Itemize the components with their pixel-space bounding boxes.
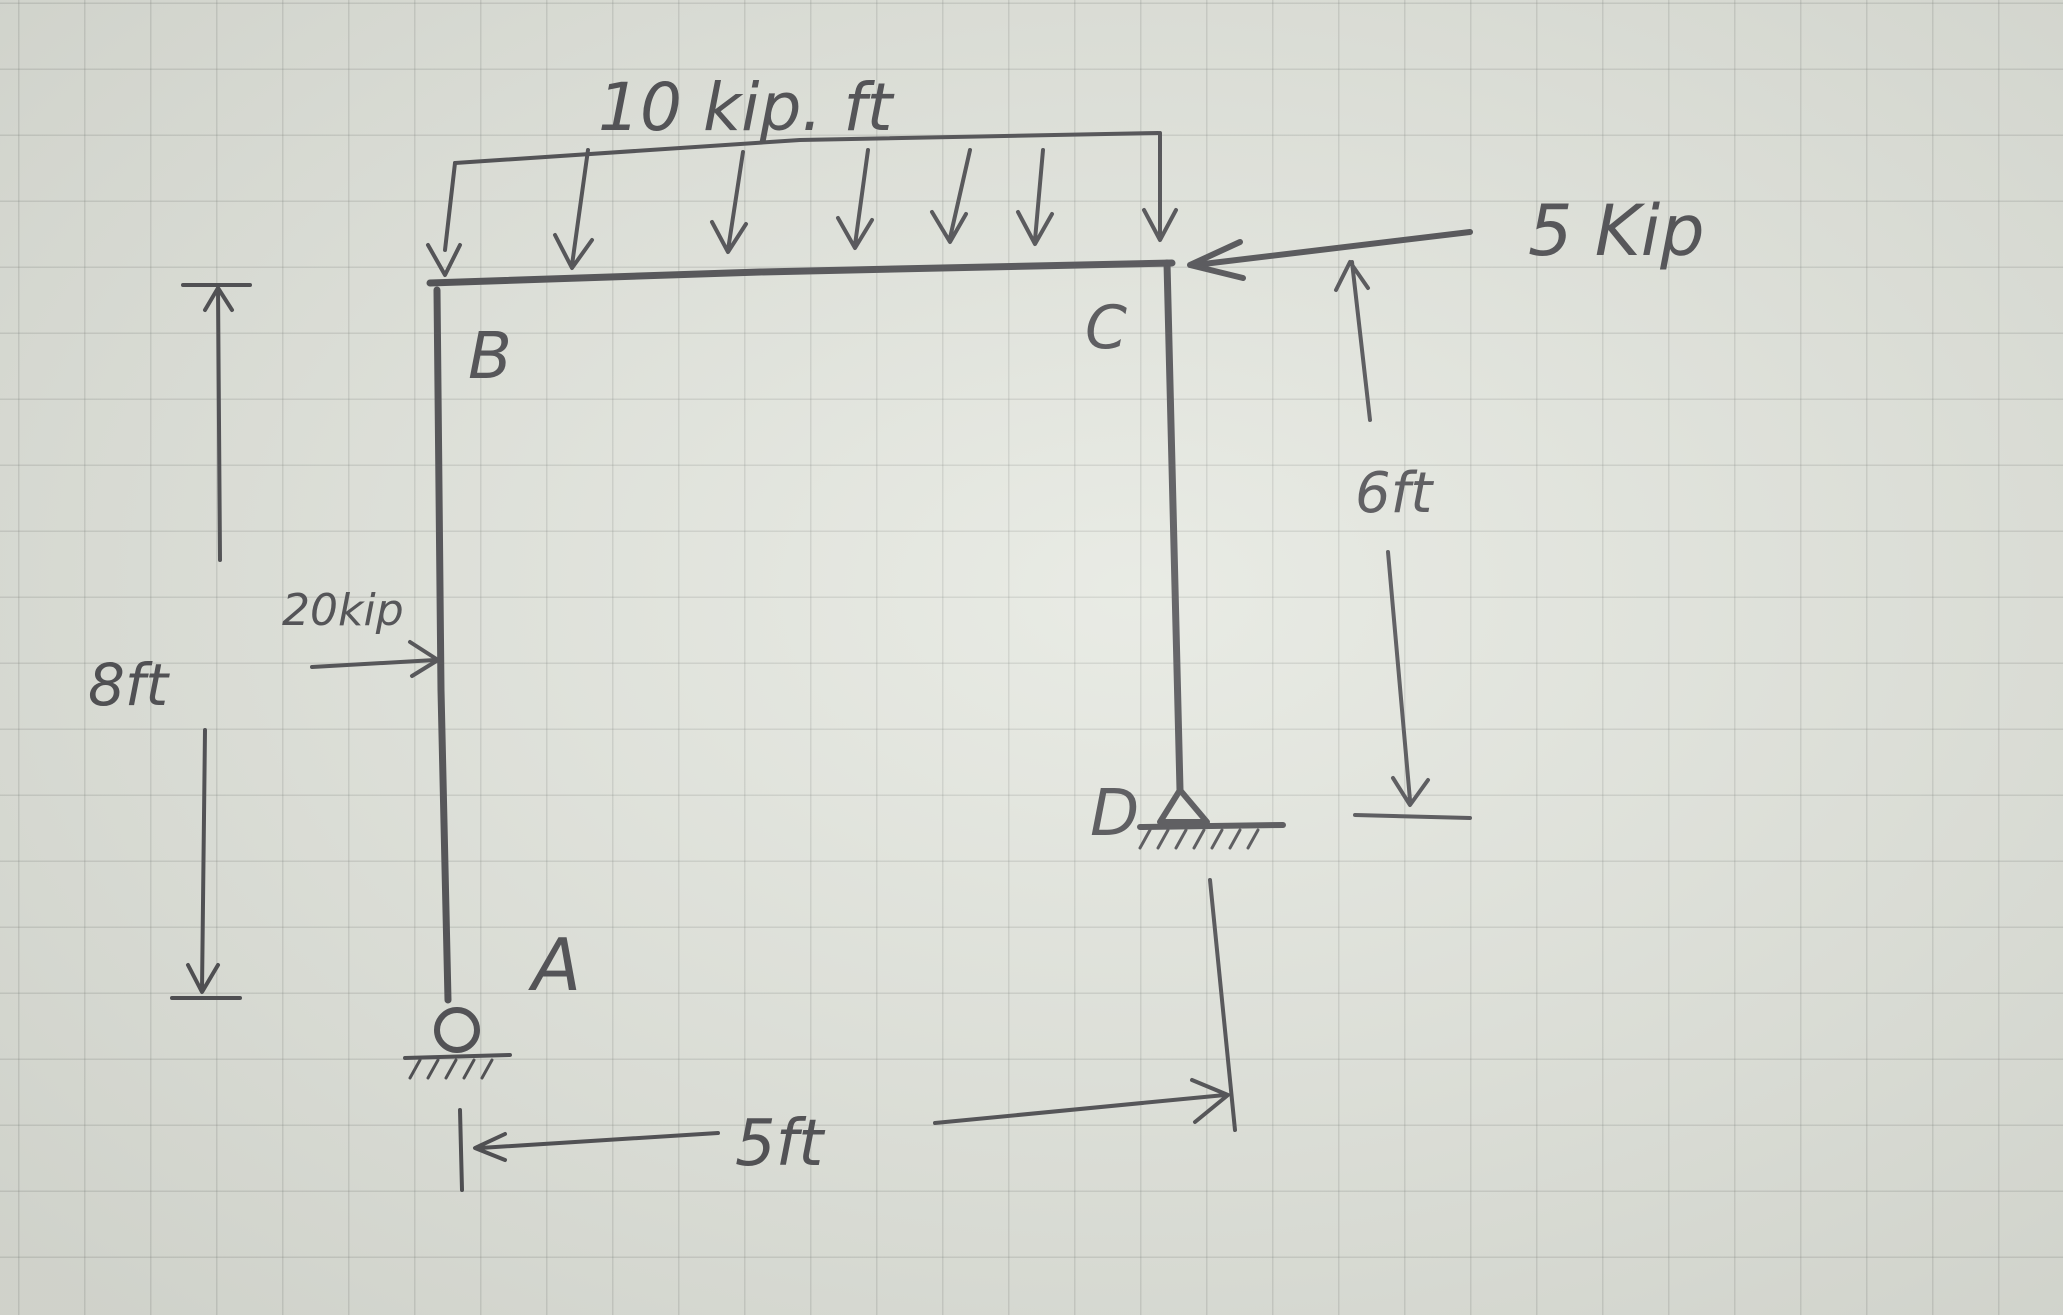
dim-6ft-bottom-tick: [1353, 813, 1472, 820]
load-top-line: [453, 131, 1160, 165]
dimension-5ft: [458, 878, 1237, 1192]
pin-base-line: [1137, 822, 1286, 830]
roller-hatch: [408, 1058, 494, 1080]
distributed-load: [426, 131, 1178, 277]
point-load-5kip: [1187, 229, 1473, 281]
load-arrow-3: [836, 148, 874, 250]
label-5kip: 5 Kip: [1528, 190, 1705, 272]
frame-members: [426, 259, 1184, 1004]
load-arrow-1: [553, 148, 594, 270]
label-node-a: A: [528, 923, 581, 1007]
arrow-20kip-shaft: [310, 658, 437, 669]
label-distributed-load: 10 kip. ft: [598, 69, 895, 146]
label-node-c: C: [1085, 293, 1127, 363]
roller-support-a: [403, 1007, 512, 1080]
dim-6ft-bottom-arrow: [1386, 550, 1430, 807]
load-arrow-6: [1142, 131, 1178, 242]
dim-8ft-bottom-arrow: [186, 728, 220, 994]
load-arrow-left: [426, 243, 462, 277]
dimension-8ft: [170, 283, 252, 1000]
pin-hatch: [1138, 828, 1260, 850]
arrow-5kip-shaft: [1192, 229, 1473, 268]
dimension-6ft: [1334, 260, 1472, 820]
dim-6ft-top-arrow: [1334, 260, 1372, 422]
pin-support-d: [1137, 787, 1286, 850]
dim-5ft-right-arrow: [933, 1078, 1230, 1125]
dim-5ft-left-arrow: [473, 1131, 720, 1162]
load-left-end-line: [443, 161, 457, 252]
load-arrow-4: [930, 148, 972, 244]
label-8ft: 8ft: [88, 651, 170, 719]
label-5ft: 5ft: [735, 1107, 826, 1181]
load-arrow-2: [710, 150, 748, 254]
dim-8ft-top-arrow: [203, 286, 234, 562]
beam-bc: [426, 259, 1176, 287]
label-node-b: B: [468, 320, 512, 394]
dim-5ft-left-tick: [458, 1108, 464, 1192]
roller-circle: [434, 1007, 480, 1053]
load-arrow-5: [1016, 148, 1054, 246]
point-load-20kip: [310, 640, 440, 678]
column-ab: [433, 286, 452, 1004]
dim-5ft-right-tick: [1208, 878, 1237, 1132]
label-20kip: 20kip: [282, 585, 404, 636]
column-cd: [1163, 259, 1184, 794]
arrow-5kip-head: [1187, 239, 1246, 281]
pin-triangle: [1157, 787, 1210, 825]
label-6ft: 6ft: [1355, 461, 1434, 526]
roller-base-line: [403, 1053, 512, 1060]
label-node-d: D: [1090, 777, 1139, 851]
arrow-20kip-head: [408, 640, 440, 678]
